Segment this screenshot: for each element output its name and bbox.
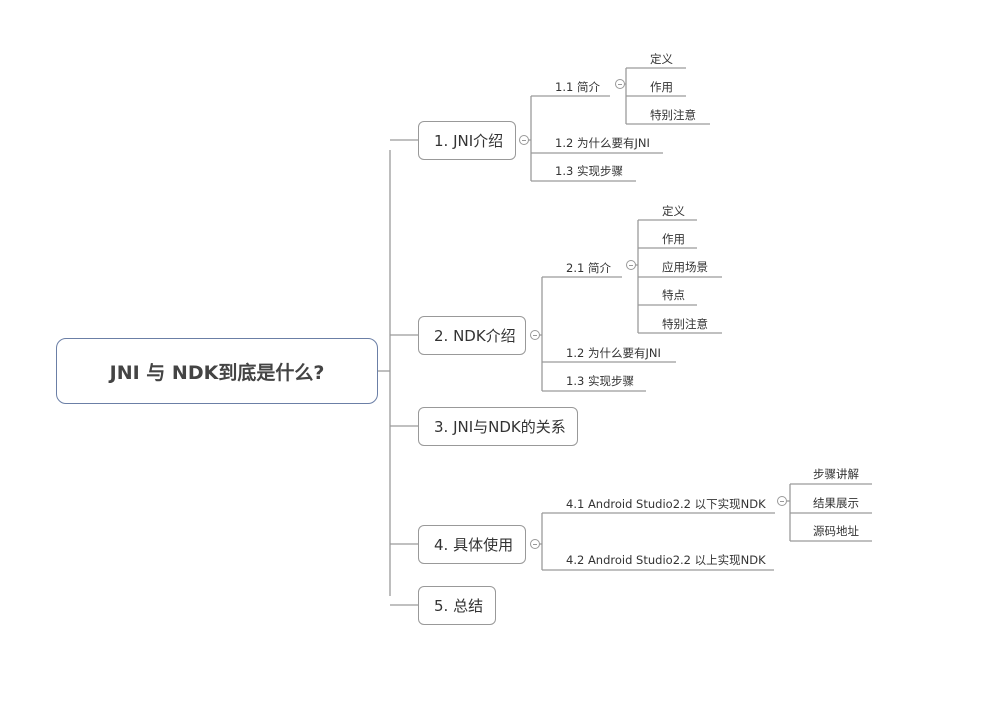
leaf-node[interactable]: 步骤讲解 [813,467,859,481]
sub-node[interactable]: 1.3 实现步骤 [555,164,623,178]
sub-node[interactable]: 2.1 简介 [566,261,611,275]
branch-label: 5. 总结 [434,597,484,615]
sub-node[interactable]: 4.2 Android Studio2.2 以上实现NDK [566,553,766,567]
branch-summary[interactable]: 5. 总结 [418,586,496,625]
collapse-toggle-icon[interactable] [519,135,529,145]
branch-ndk-intro[interactable]: 2. NDK介绍 [418,316,526,355]
branch-label: 4. 具体使用 [434,536,514,554]
leaf-node[interactable]: 源码地址 [813,524,859,538]
branch-jni-ndk-relation[interactable]: 3. JNI与NDK的关系 [418,407,578,446]
sub-node[interactable]: 4.1 Android Studio2.2 以下实现NDK [566,497,766,511]
branch-label: 1. JNI介绍 [434,132,504,150]
collapse-toggle-icon[interactable] [777,496,787,506]
leaf-node[interactable]: 定义 [662,204,685,218]
collapse-toggle-icon[interactable] [626,260,636,270]
leaf-node[interactable]: 特点 [662,288,685,302]
branch-usage[interactable]: 4. 具体使用 [418,525,526,564]
sub-node[interactable]: 1.3 实现步骤 [566,374,634,388]
collapse-toggle-icon[interactable] [530,330,540,340]
root-label: JNI 与 NDK到底是什么? [109,361,325,384]
leaf-node[interactable]: 作用 [662,232,685,246]
leaf-node[interactable]: 作用 [650,80,673,94]
leaf-node[interactable]: 特别注意 [662,317,708,331]
collapse-toggle-icon[interactable] [530,539,540,549]
branch-label: 3. JNI与NDK的关系 [434,418,566,436]
branch-jni-intro[interactable]: 1. JNI介绍 [418,121,516,160]
leaf-node[interactable]: 特别注意 [650,108,696,122]
sub-node[interactable]: 1.1 简介 [555,80,600,94]
collapse-toggle-icon[interactable] [615,79,625,89]
sub-node[interactable]: 1.2 为什么要有JNI [555,136,650,150]
branch-label: 2. NDK介绍 [434,327,516,345]
leaf-node[interactable]: 定义 [650,52,673,66]
leaf-node[interactable]: 结果展示 [813,496,859,510]
leaf-node[interactable]: 应用场景 [662,260,708,274]
root-node[interactable]: JNI 与 NDK到底是什么? [56,338,378,404]
sub-node[interactable]: 1.2 为什么要有JNI [566,346,661,360]
